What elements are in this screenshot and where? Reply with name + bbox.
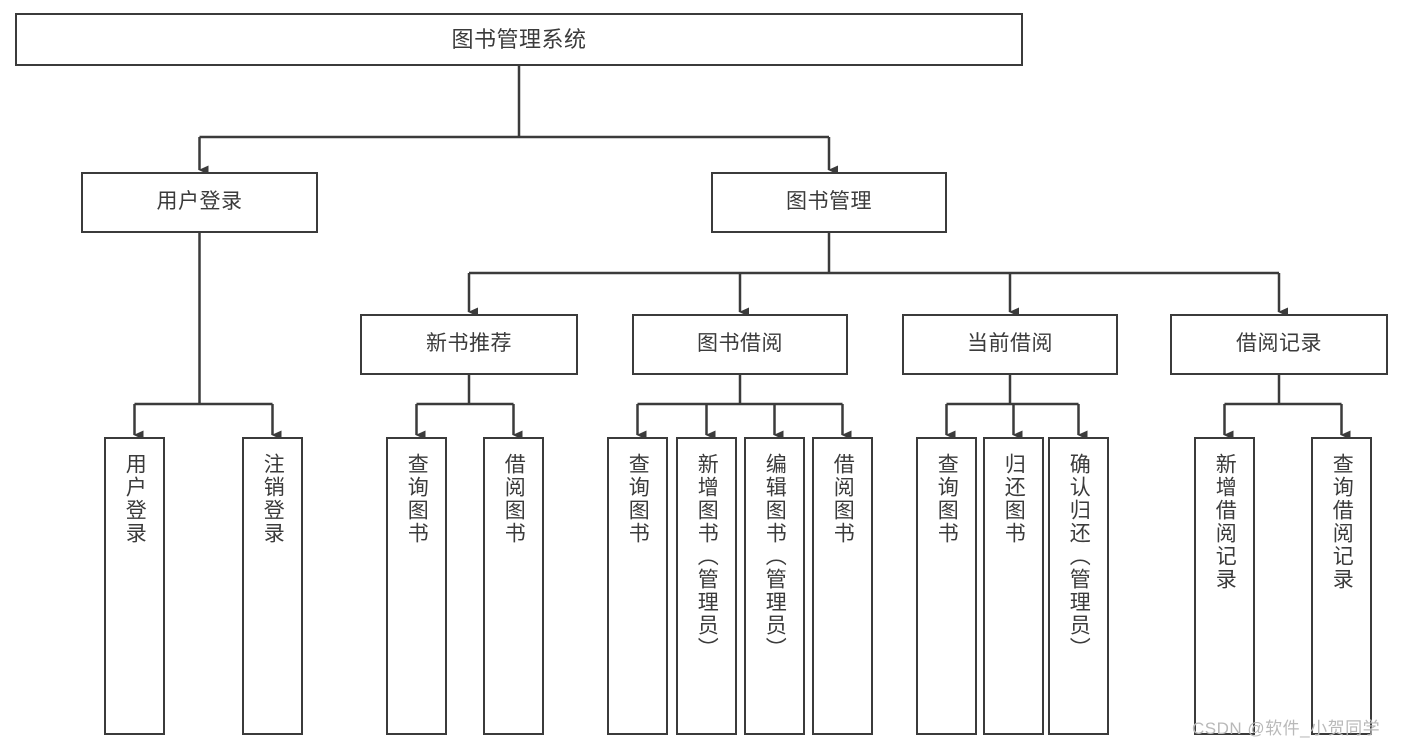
node-l3-new-query[interactable]: 查询图书 [386, 437, 447, 735]
node-label: 图书管理系统 [451, 26, 587, 52]
connector-lines [133, 66, 1351, 440]
node-l3-new-borrow[interactable]: 借阅图书 [483, 437, 544, 735]
node-label: 用户登录 [123, 453, 147, 545]
node-l2-record[interactable]: 借阅记录 [1170, 314, 1388, 375]
node-label: 查询图书 [405, 453, 429, 545]
node-label: 编辑图书（管理员） [763, 453, 787, 660]
node-label: 新增图书（管理员） [695, 453, 719, 660]
node-l3-user-login[interactable]: 用户登录 [104, 437, 165, 735]
node-label: 查询图书 [935, 453, 959, 545]
node-label: 确认归还（管理员） [1067, 453, 1091, 660]
node-l3-bk-query[interactable]: 查询图书 [607, 437, 668, 735]
node-l2-new[interactable]: 新书推荐 [360, 314, 578, 375]
node-label: 注销登录 [261, 453, 285, 545]
node-l3-cur-confirm[interactable]: 确认归还（管理员） [1048, 437, 1109, 735]
node-label: 当前借阅 [967, 332, 1053, 356]
node-l2-borrow[interactable]: 图书借阅 [632, 314, 848, 375]
node-l3-bk-borrow[interactable]: 借阅图书 [812, 437, 873, 735]
node-l3-bk-add[interactable]: 新增图书（管理员） [676, 437, 737, 735]
node-label: 新书推荐 [426, 332, 512, 356]
node-l2-current[interactable]: 当前借阅 [902, 314, 1118, 375]
node-label: 查询借阅记录 [1330, 453, 1354, 591]
watermark: CSDN @软件_小贺同学 [1192, 719, 1381, 738]
node-l3-cur-return[interactable]: 归还图书 [983, 437, 1044, 735]
node-label: 查询图书 [626, 453, 650, 545]
node-label: 借阅图书 [502, 453, 526, 545]
node-label: 图书管理 [786, 190, 872, 214]
node-l3-cur-query[interactable]: 查询图书 [916, 437, 977, 735]
node-l1-user[interactable]: 用户登录 [81, 172, 318, 233]
node-l1-book[interactable]: 图书管理 [711, 172, 947, 233]
node-l3-rec-add[interactable]: 新增借阅记录 [1194, 437, 1255, 735]
node-label: 新增借阅记录 [1213, 453, 1237, 591]
node-root[interactable]: 图书管理系统 [15, 13, 1023, 66]
node-label: 借阅记录 [1236, 332, 1322, 356]
node-label: 归还图书 [1002, 453, 1026, 545]
node-l3-user-logout[interactable]: 注销登录 [242, 437, 303, 735]
node-label: 图书借阅 [697, 332, 783, 356]
node-label: 借阅图书 [831, 453, 855, 545]
node-l3-rec-query[interactable]: 查询借阅记录 [1311, 437, 1372, 735]
node-l3-bk-edit[interactable]: 编辑图书（管理员） [744, 437, 805, 735]
node-label: 用户登录 [156, 190, 243, 214]
